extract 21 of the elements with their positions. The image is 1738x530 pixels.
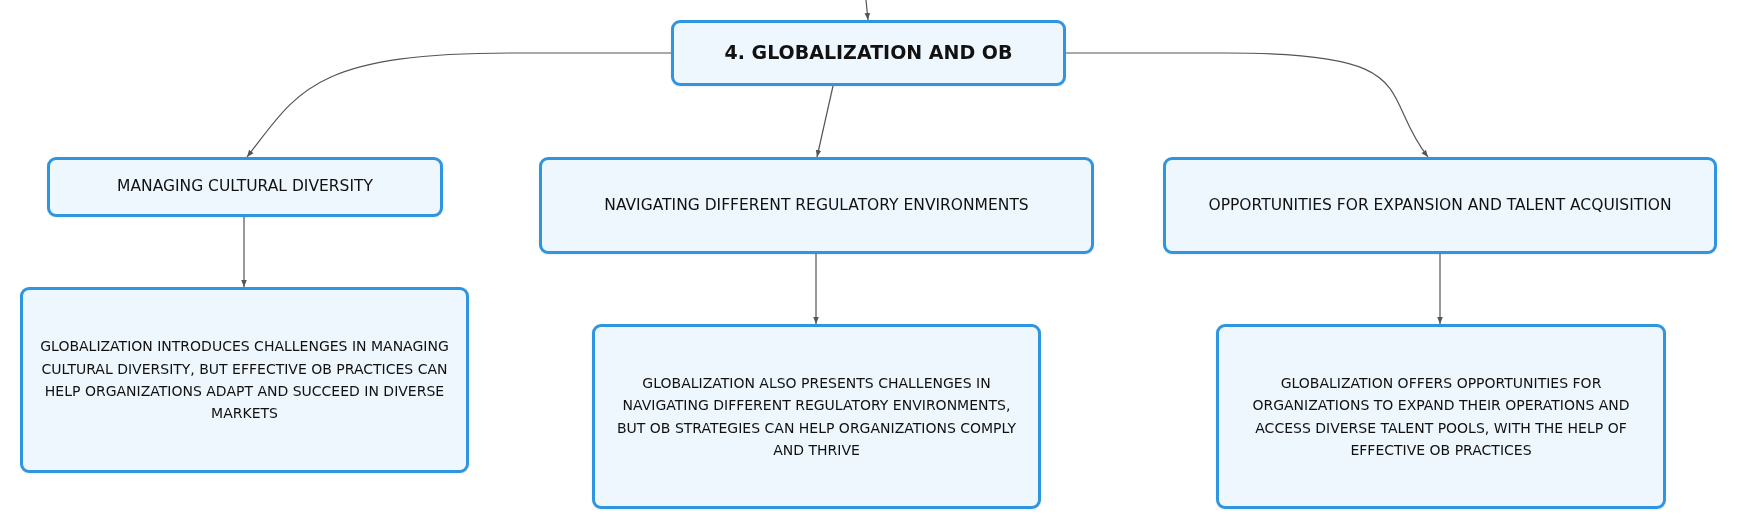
connector-arrow (1437, 253, 1443, 325)
connector-arrow (815, 85, 834, 158)
connector-arrow (813, 253, 819, 325)
subtopic-box (1163, 157, 1717, 254)
detail-box (1216, 324, 1666, 509)
connector-arrow (1065, 52, 1429, 158)
subtopic-box (539, 157, 1094, 254)
node-text: MANAGING CULTURAL DIVERSITY (117, 176, 373, 198)
connector-arrow (241, 216, 247, 288)
node-text: GLOBALIZATION ALSO PRESENTS CHALLENGES IN NAVIGATING DIFFERENT REGULATORY ENVIRONMENTS, BUT OB STRATEGIES CAN HELP ORGANIZATIONS COMPLY AND THRIVE (615, 373, 1018, 460)
detail-box (20, 287, 469, 473)
node-text: OPPORTUNITIES FOR EXPANSION AND TALENT ACQUISITION (1208, 194, 1672, 216)
node-text: GLOBALIZATION OFFERS OPPORTUNITIES FOR ORGANIZATIONS TO EXPAND THEIR OPERATIONS AND ACCESS DIVERSE TALENT POOLS, WITH THE HELP OF EFFECTIVE OB PRACTICES (1251, 373, 1631, 460)
node-text: 4. GLOBALIZATION AND OB (724, 40, 1013, 66)
connector-arrow (864, 0, 871, 21)
node-text: NAVIGATING DIFFERENT REGULATORY ENVIRONMENTS (604, 194, 1029, 216)
connector-arrow (246, 52, 672, 158)
detail-box (592, 324, 1041, 509)
subtopic-box (47, 157, 443, 217)
node-text: GLOBALIZATION INTRODUCES CHALLENGES IN MANAGING CULTURAL DIVERSITY, BUT EFFECTIVE OB PRACTICES CAN HELP ORGANIZATIONS ADAPT AND SUCCEED IN DIVERSE MARKETS (39, 337, 450, 424)
central-topic-box (671, 20, 1066, 86)
